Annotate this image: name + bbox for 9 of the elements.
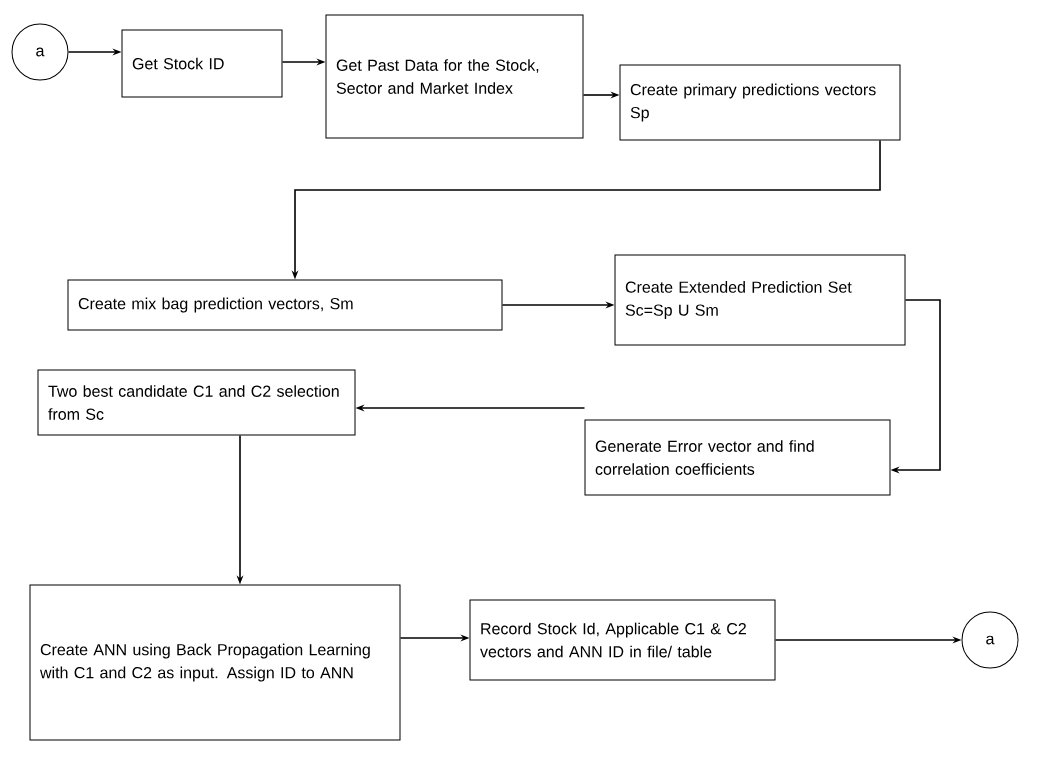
process-box: Get Past Data for the Stock, Sector and Market Index [325,14,584,139]
process-box: Record Stock Id, Applicable C1 & C2 vectors and ANN ID in file/ table [469,599,776,681]
process-box: Create mix bag prediction vectors, Sm [67,279,503,331]
process-box: Create ANN using Back Propagation Learning with C1 and C2 as input. Assign ID to ANN [29,584,401,741]
process-box: Two best candidate C1 and C2 selection from Sc [37,369,356,436]
process-box: Create Extended Prediction Set Sc=Sp U Sm [614,254,906,346]
process-box: Generate Error vector and find correlation coefficients [584,419,891,496]
process-box: Get Stock ID [121,29,283,98]
process-box: Create primary predictions vectors Sp [619,64,901,141]
